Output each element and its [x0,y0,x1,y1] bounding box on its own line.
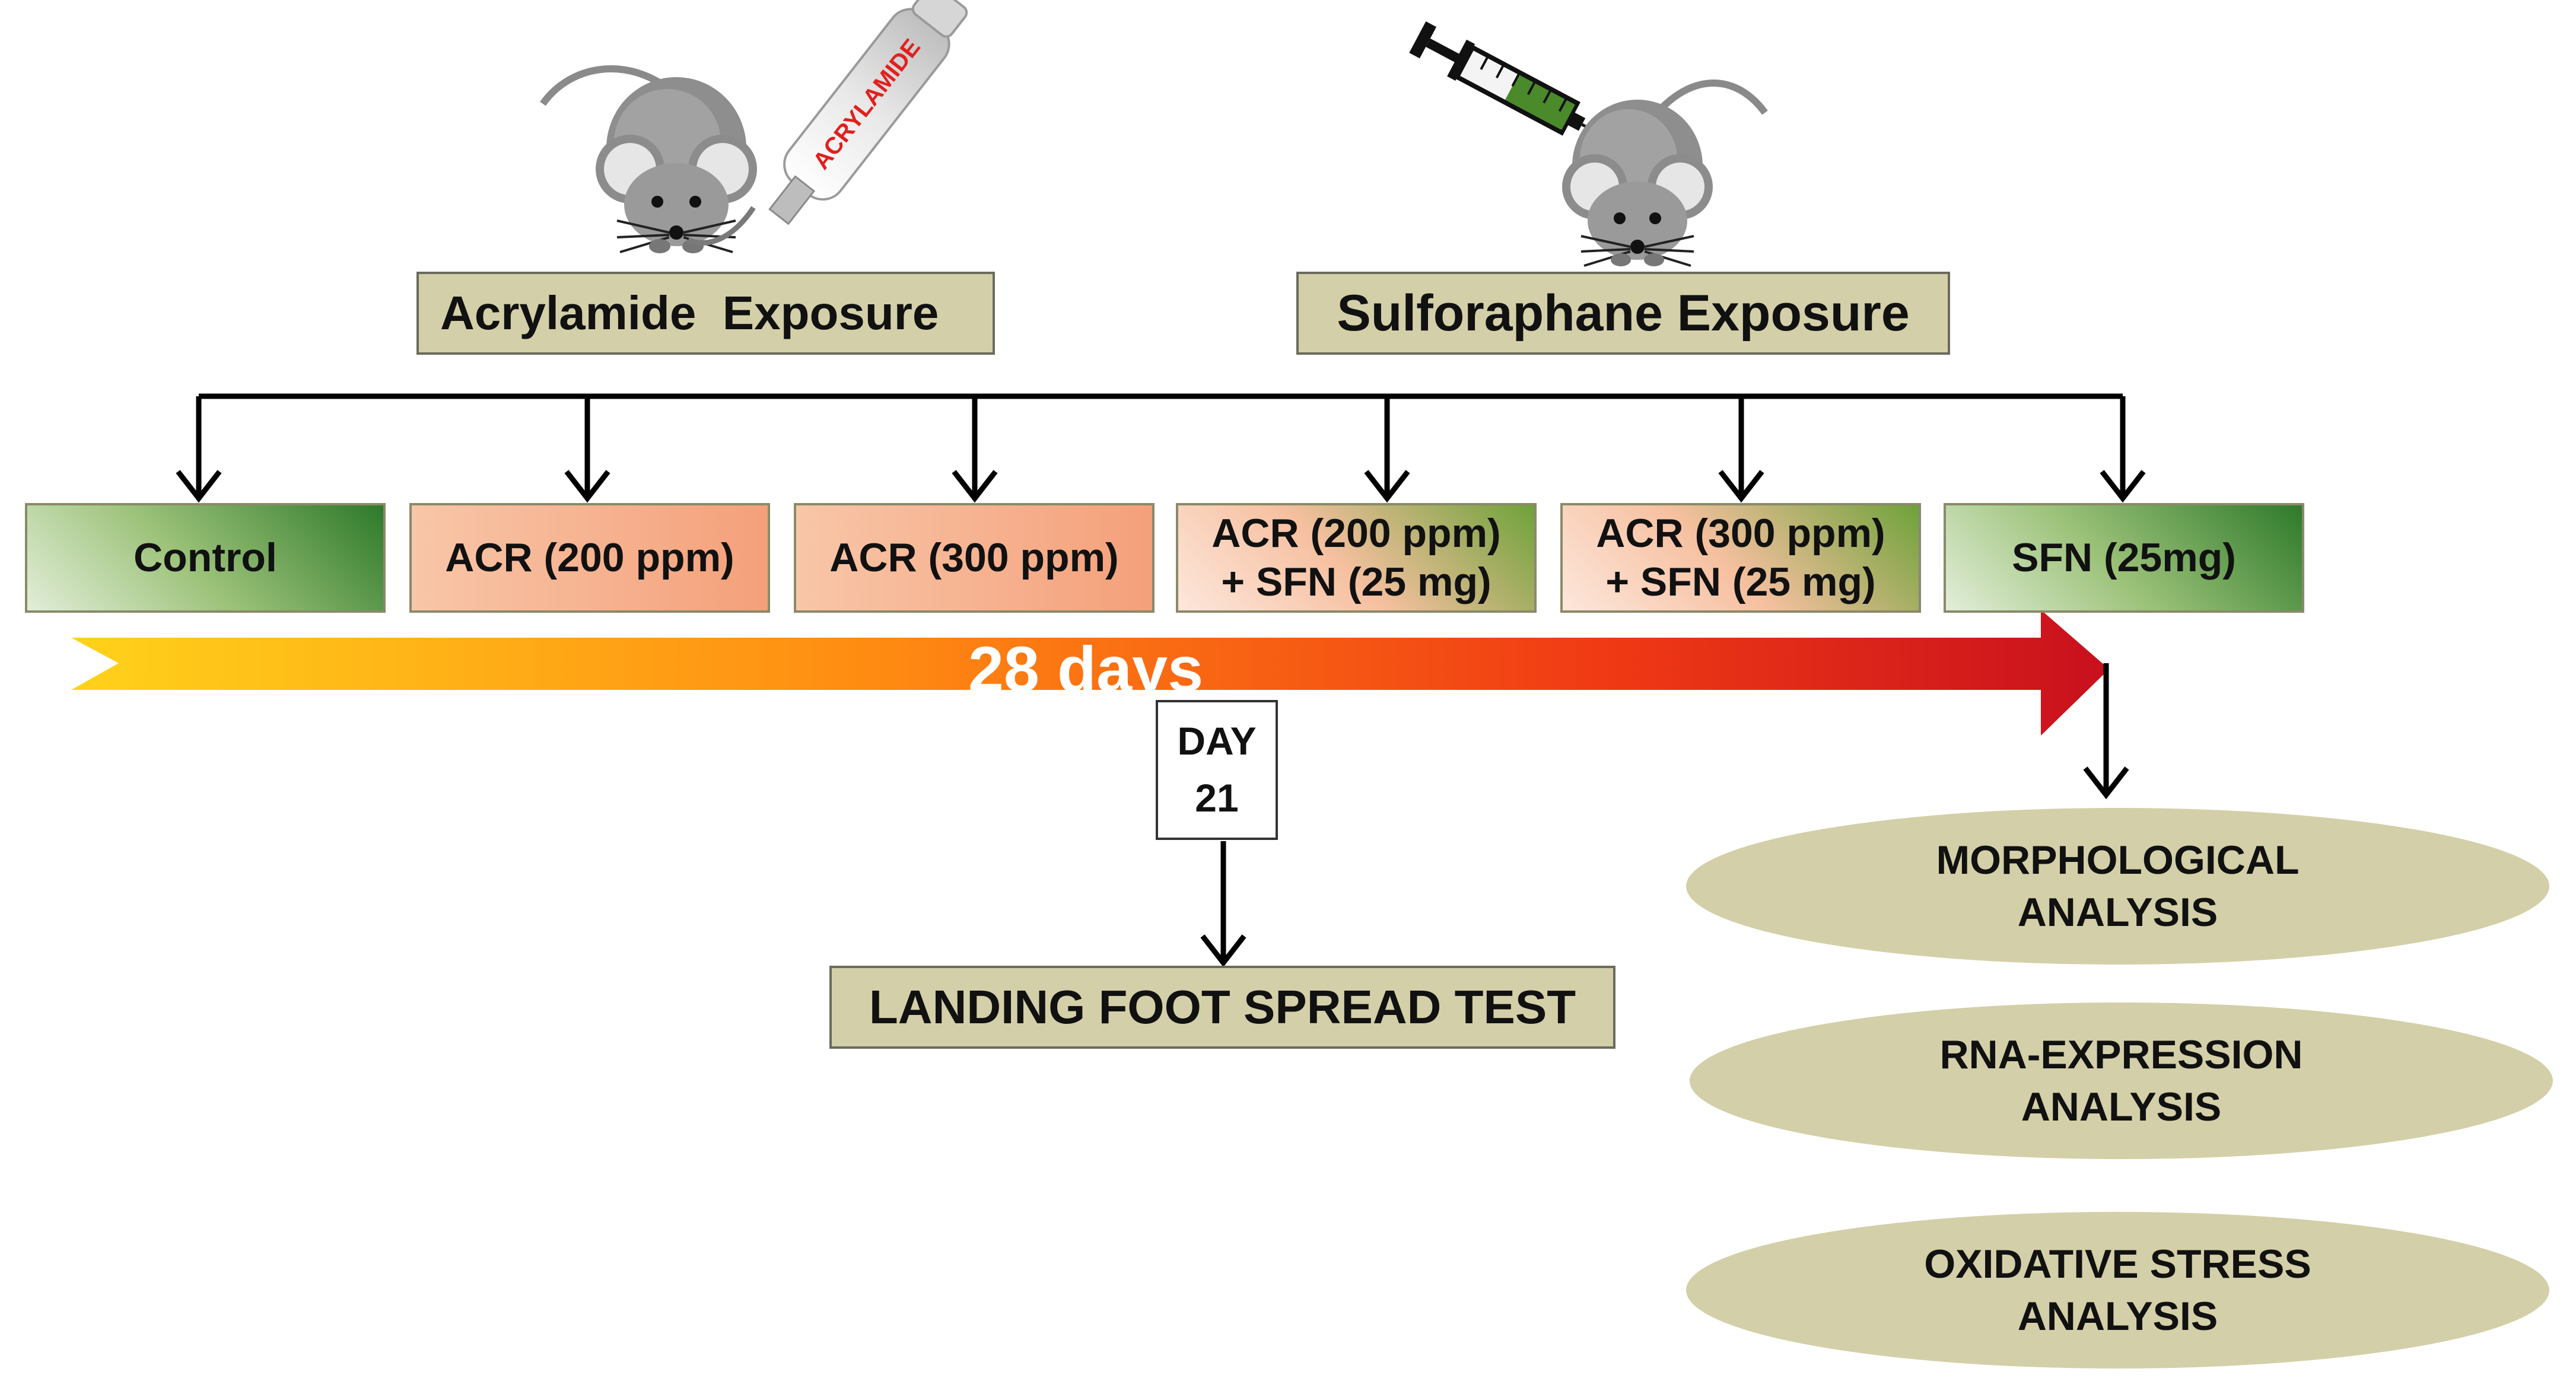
test-label: LANDING FOOT SPREAD TEST [869,981,1576,1033]
group-arrowheads [176,470,2146,503]
day-21-marker: DAY 21 [1156,700,1278,840]
analysis-label-line2: ANALYSIS [2017,890,2218,935]
sulforaphane-exposure-label: Sulforaphane Exposure [1296,272,1950,355]
analysis-label: RNA-EXPRESSION [1939,1032,2303,1077]
analysis-label: OXIDATIVE STRESS [1924,1241,2311,1287]
analysis-oxidative-stress: OXIDATIVE STRESS ANALYSIS [1686,1212,2549,1368]
landing-foot-spread-test: LANDING FOOT SPREAD TEST [829,966,1615,1049]
timeline-to-analysis-arrow [2083,663,2129,800]
analysis-rna-expression: RNA-EXPRESSION ANALYSIS [1690,1002,2553,1159]
acrylamide-exposure-label: Acrylamide Exposure [416,272,995,355]
group-acr-200-sfn: ACR (200 ppm) + SFN (25 mg) [1176,503,1537,613]
group-control: Control [25,503,386,613]
group-acr-200: ACR (200 ppm) [409,503,770,613]
analysis-label: MORPHOLOGICAL [1936,837,2300,883]
distribution-bracket [196,393,2126,495]
group-label-line2: + SFN (25 mg) [1221,559,1491,604]
day-number: 21 [1195,776,1239,820]
mouse-icon [1562,79,1768,267]
group-label: Control [133,534,277,580]
analysis-label-line2: ANALYSIS [2021,1084,2222,1129]
group-label: ACR (300 ppm) [1596,510,1885,556]
analysis-label-line2: ANALYSIS [2017,1294,2218,1339]
timeline-arrow [71,610,2109,736]
group-label: ACR (200 ppm) [1211,510,1501,556]
duration-label: 28 days [968,633,1204,705]
group-acr-300-sfn: ACR (300 ppm) + SFN (25 mg) [1560,503,1921,613]
group-label-line2: + SFN (25 mg) [1605,559,1876,604]
group-label: ACR (200 ppm) [445,534,734,580]
sulforaphane-exposure-text: Sulforaphane Exposure [1337,284,1910,342]
group-label: ACR (300 ppm) [829,534,1119,580]
group-label: SFN (25mg) [2012,534,2236,580]
acrylamide-exposure-text: Acrylamide Exposure [440,287,939,339]
group-sfn: SFN (25mg) [1944,503,2304,613]
analysis-morphological: MORPHOLOGICAL ANALYSIS [1686,808,2549,965]
syringe-icon [1409,21,1628,150]
group-acr-300: ACR (300 ppm) [794,503,1155,613]
day-label: DAY [1177,719,1257,763]
day-to-test-arrow [1200,841,1246,967]
mouse-icon [540,65,757,253]
